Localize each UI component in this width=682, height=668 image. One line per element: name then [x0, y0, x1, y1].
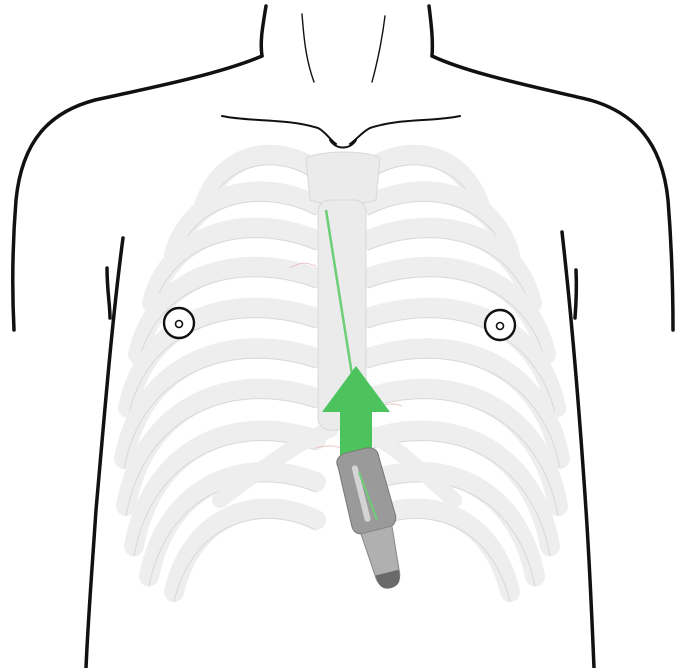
left-clavicle [222, 116, 336, 144]
neck-inner-lines [302, 14, 385, 82]
left-nipple-icon [164, 308, 194, 338]
right-neck-muscle-line [372, 16, 385, 82]
left-neck-muscle-line [302, 14, 314, 82]
neck-right-line [429, 6, 432, 56]
right-armpit-line [575, 270, 576, 318]
right-clavicle [350, 116, 460, 144]
manubrium [306, 152, 380, 205]
right-nipple-icon [485, 310, 515, 340]
left-armpit-line [107, 268, 110, 318]
clavicles [222, 116, 460, 148]
neck-left-line [261, 6, 266, 56]
